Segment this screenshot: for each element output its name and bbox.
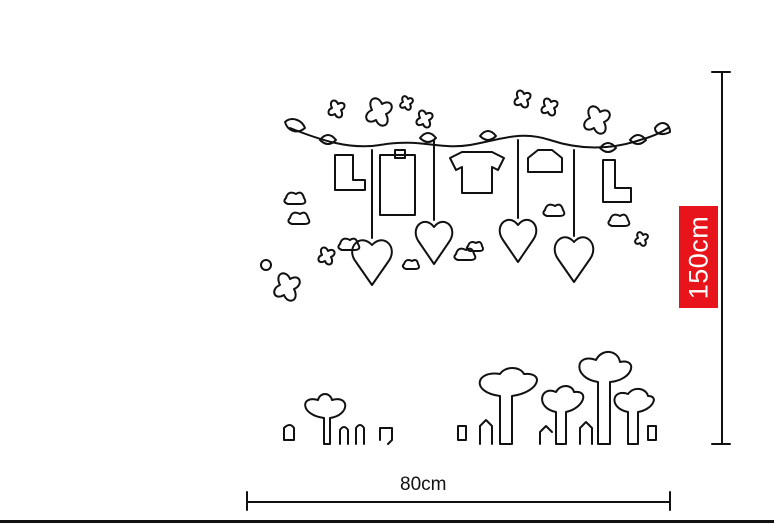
width-dimension-text: 80cm (400, 474, 447, 495)
heart-sprout-icon (457, 351, 657, 445)
height-dimension-text: 150cm (683, 215, 714, 299)
vine-clothesline-icon (284, 118, 671, 153)
width-dimension-line (246, 491, 671, 511)
bottom-border-line (0, 520, 774, 523)
height-dimension-line (711, 71, 731, 445)
heart-icon (351, 139, 595, 286)
cloud-icon (283, 191, 631, 270)
height-dimension-badge: 150cm (679, 206, 718, 308)
heart-sprout-icon (283, 393, 393, 445)
four-petal-flower-icon (260, 89, 649, 302)
hanging-clothes-icon (334, 149, 632, 216)
